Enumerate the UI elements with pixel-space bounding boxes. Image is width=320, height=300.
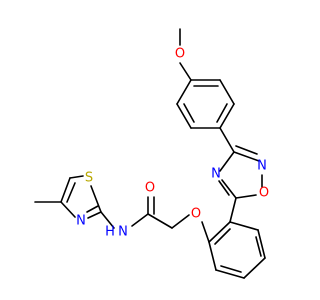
bond-ring1 — [176, 79, 192, 105]
bond-oxadiazole — [233, 151, 260, 162]
bond-thiazole — [66, 182, 76, 203]
molecule-structure: O N O N O O S N N H — [34, 28, 269, 279]
bond-o-aryl — [179, 62, 192, 81]
bond-thiazole — [69, 175, 84, 179]
bond-oxadiazole — [235, 145, 258, 155]
atom-n-amide: N — [118, 225, 128, 240]
bond-oxadiazole — [219, 151, 235, 172]
bond-oxadiazole — [235, 194, 257, 199]
bond-ring2 — [229, 221, 259, 231]
atom-labels: O N O N O O S N N H — [76, 47, 269, 240]
bond-oxadiazole — [221, 179, 237, 199]
bond-carbonyl-n — [131, 213, 149, 227]
bond-ring2 — [215, 269, 245, 279]
atom-n-thiazole: N — [76, 214, 86, 229]
bond-ring2-inner — [214, 228, 231, 245]
bond-thiazole — [86, 205, 99, 213]
bond-thiazole — [90, 185, 102, 213]
atom-o-ether: O — [191, 207, 201, 222]
bond-thiazole — [87, 211, 102, 219]
bonds — [34, 28, 266, 279]
bond-ring2-inner — [255, 236, 262, 257]
bond-phenyl-o — [201, 221, 210, 243]
bond-ring1-inner — [216, 103, 228, 123]
atom-h-amide: H — [105, 225, 115, 240]
bond-ring2 — [208, 241, 217, 271]
bond-oxadiazole-phenyl — [229, 197, 237, 223]
bond-ring2 — [257, 229, 266, 259]
bond-ch2-carbonyl — [147, 213, 173, 229]
bond-o-ch2 — [171, 214, 190, 229]
bond-ring2-inner — [220, 265, 242, 273]
bond-oxadiazole — [218, 180, 230, 196]
bond-thiazole — [60, 177, 71, 203]
atom-o-methoxy: O — [175, 47, 185, 62]
bond-aryl-oxadiazole — [219, 127, 235, 153]
bond-ring1 — [219, 103, 235, 129]
atom-s-thiazole: S — [85, 171, 93, 186]
atom-o-carbonyl: O — [145, 181, 155, 196]
bond-ring2 — [208, 221, 231, 243]
bond-ring2 — [243, 257, 266, 279]
atom-n-oxadiazole-top: N — [257, 159, 267, 174]
bond-ring1-inner — [183, 103, 195, 123]
bond-n-thiazole — [100, 211, 115, 229]
bond-ring1 — [219, 79, 235, 105]
bond-thiazole — [60, 201, 76, 218]
bond-ring1 — [176, 103, 192, 129]
atom-n-oxadiazole-left: N — [211, 167, 221, 182]
atom-o-oxadiazole: O — [259, 186, 269, 201]
